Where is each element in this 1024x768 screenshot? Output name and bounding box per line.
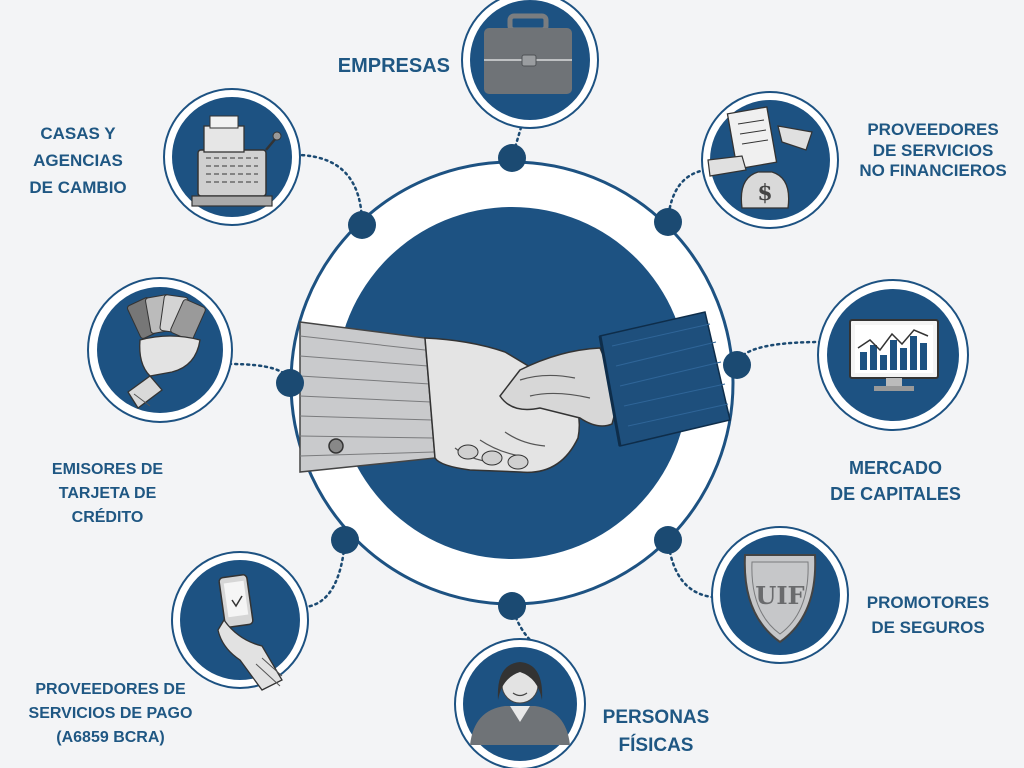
label-personas: PERSONAS FÍSICAS xyxy=(586,704,726,759)
ring-dot-empresas xyxy=(498,144,526,172)
label-casas: CASAS Y AGENCIAS DE CAMBIO xyxy=(8,120,148,202)
stock-chart-monitor-icon xyxy=(849,319,939,391)
ring-dots xyxy=(276,144,751,620)
label-empresas: EMPRESAS xyxy=(300,54,450,78)
label-line: EMPRESAS xyxy=(337,55,450,77)
ring-dot-proveedores-no-financieros xyxy=(654,208,682,236)
label-seguros: PROMOTORES DE SEGUROS xyxy=(848,591,1008,640)
label-line: MERCADO xyxy=(849,458,942,478)
node-mercado xyxy=(817,279,969,431)
label-line: PROVEEDORES DE xyxy=(35,681,186,698)
label-line: TARJETA DE xyxy=(58,485,157,502)
node-casas xyxy=(163,88,301,226)
ring-dot-emisores xyxy=(276,369,304,397)
node-empresas xyxy=(461,0,599,129)
ring-dot-seguros xyxy=(654,526,682,554)
node-personas xyxy=(454,638,586,768)
label-line: EMISORES DE xyxy=(51,461,164,478)
connector-casas xyxy=(298,153,364,227)
label-line: NO FINANCIEROS xyxy=(859,161,1007,181)
ring-dot-casas xyxy=(348,211,376,239)
node-pago xyxy=(171,551,309,691)
shield-text: UIF xyxy=(755,581,804,610)
connector-emisores xyxy=(228,362,292,385)
label-line: DE CAMBIO xyxy=(29,178,127,198)
money-bag-exchange-icon: $ xyxy=(707,106,813,209)
node-emisores xyxy=(87,277,233,423)
label-mercado: MERCADO DE CAPITALES xyxy=(808,455,983,507)
label-line: DE SERVICIOS xyxy=(872,140,994,160)
label-line: SERVICIOS DE PAGO xyxy=(28,705,193,722)
node-proveedores-no-financieros: $ xyxy=(701,91,839,229)
connector-mercado xyxy=(735,340,824,367)
node-seguros: UIF xyxy=(711,526,849,664)
connector-seguros xyxy=(666,538,714,599)
label-line: CRÉDITO xyxy=(71,509,144,526)
label-line: FÍSICAS xyxy=(618,734,694,756)
ring-dot-personas xyxy=(498,592,526,620)
label-line: DE CAPITALES xyxy=(830,484,961,505)
label-line: DE SEGUROS xyxy=(871,617,985,637)
label-proveedores-no-financieros: PROVEEDORES DE SERVICIOS NO FINANCIEROS xyxy=(838,120,1024,182)
label-emisores: EMISORES DE TARJETA DE CRÉDITO xyxy=(25,458,190,530)
credit-cards-hand-icon xyxy=(127,294,206,409)
label-line: PROVEEDORES xyxy=(867,120,999,139)
label-line: PROMOTORES xyxy=(866,593,990,612)
label-line: PERSONAS xyxy=(602,707,710,728)
svg-text:$: $ xyxy=(757,180,772,206)
ring-dot-pago xyxy=(331,526,359,554)
smartphone-hand-icon xyxy=(217,574,283,691)
label-pago: PROVEEDORES DE SERVICIOS DE PAGO (A6859 … xyxy=(8,678,213,750)
briefcase-icon xyxy=(484,13,572,94)
label-line: AGENCIAS xyxy=(33,151,123,171)
shield-icon: UIF xyxy=(743,554,817,644)
handshake-icon xyxy=(299,311,731,474)
ring-dot-mercado xyxy=(723,351,751,379)
cash-register-icon xyxy=(191,115,282,207)
label-line: CASAS Y xyxy=(40,124,116,143)
person-icon xyxy=(470,662,570,745)
label-line: (A6859 BCRA) xyxy=(56,729,165,746)
